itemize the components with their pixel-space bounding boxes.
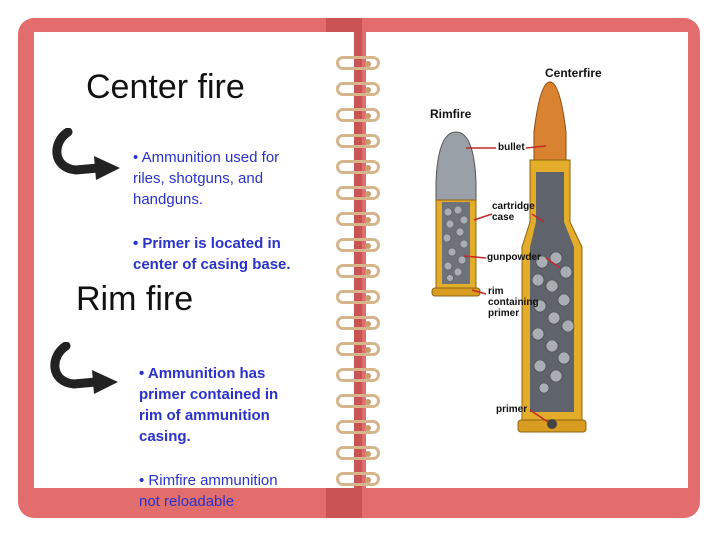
text-line: • Ammunition used for xyxy=(133,149,280,166)
label-line: primer xyxy=(488,308,520,319)
text-line: primer contained in xyxy=(139,386,279,403)
centerfire-cartridge xyxy=(517,81,587,433)
spiral-ring xyxy=(336,264,380,278)
spiral-ring xyxy=(336,108,380,122)
spiral-ring xyxy=(336,316,380,330)
text-line: • Rimfire ammunition xyxy=(139,472,278,489)
text-line: riles, shotguns, and xyxy=(133,170,264,187)
cartridge-case-label: cartridge case xyxy=(492,201,535,223)
bullet-label: bullet xyxy=(498,142,525,153)
rimfire-cartridge xyxy=(431,131,481,297)
spiral-ring xyxy=(336,472,380,486)
spiral-ring xyxy=(336,134,380,148)
center-fire-bullet-2: • Primer is located in center of casing … xyxy=(133,233,291,275)
spiral-ring xyxy=(336,82,380,96)
spiral-ring xyxy=(336,420,380,434)
spiral-ring xyxy=(336,342,380,356)
label-line: cartridge xyxy=(492,201,535,212)
spiral-ring xyxy=(336,56,380,70)
gunpowder-label: gunpowder xyxy=(487,252,541,263)
curved-arrow-icon xyxy=(52,128,120,180)
spiral-ring xyxy=(336,160,380,174)
text-line: center of casing base. xyxy=(133,256,291,273)
rim-fire-heading: Rim fire xyxy=(76,280,194,318)
left-page xyxy=(34,32,354,488)
centerfire-title: Centerfire xyxy=(545,66,602,80)
label-line: containing xyxy=(488,297,539,308)
label-line: case xyxy=(492,212,515,223)
primer-label: primer xyxy=(496,404,528,415)
center-fire-heading: Center fire xyxy=(86,68,245,106)
rim-fire-bullet-2: • Rimfire ammunition not reloadable xyxy=(139,470,278,512)
spiral-ring xyxy=(336,186,380,200)
spiral-ring xyxy=(336,368,380,382)
text-line: casing. xyxy=(139,428,191,445)
text-line: rim of ammunition xyxy=(139,407,270,424)
text-line: not reloadable xyxy=(139,493,235,510)
spiral-ring xyxy=(336,394,380,408)
cartridge-diagram xyxy=(431,81,587,433)
rim-primer-label: rim containing primer xyxy=(488,286,539,319)
spiral-ring xyxy=(336,212,380,226)
text-line: handguns. xyxy=(133,191,204,208)
rim-fire-bullet-1: • Ammunition has primer contained in rim… xyxy=(139,363,278,447)
label-line: rim xyxy=(488,286,504,297)
spiral-ring xyxy=(336,238,380,252)
rimfire-title: Rimfire xyxy=(430,107,472,121)
text-line: • Ammunition has xyxy=(139,365,266,382)
curved-arrow-icon xyxy=(50,342,118,394)
text-line: • Primer is located in xyxy=(133,235,281,252)
spiral-ring xyxy=(336,446,380,460)
leader-lines xyxy=(463,145,561,423)
center-fire-bullet-1: • Ammunition used for riles, shotguns, a… xyxy=(133,147,279,210)
spiral-ring xyxy=(336,290,380,304)
